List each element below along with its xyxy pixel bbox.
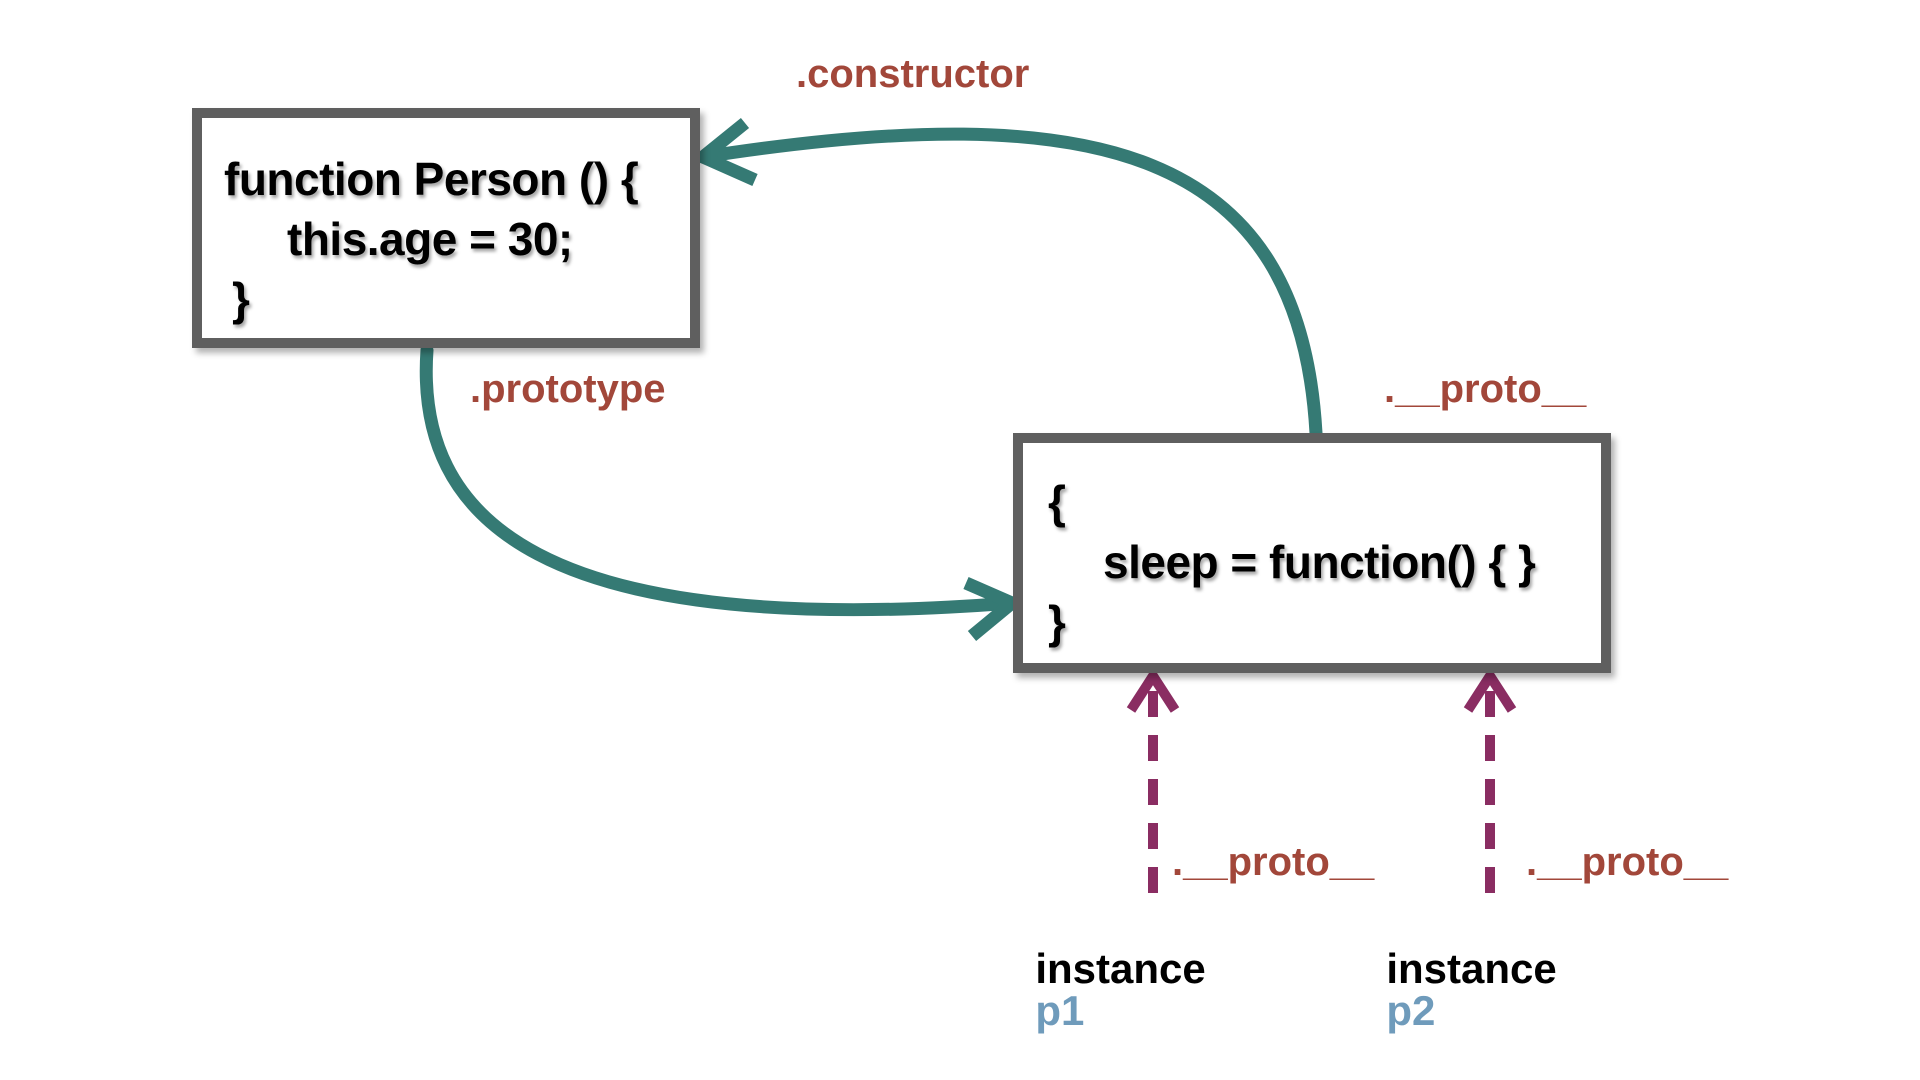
constructor-code-line-1: function Person () { [224,153,639,205]
proto-label-p1: .__proto__ [1172,840,1375,884]
constructor-arrowhead [690,117,758,186]
instance-word: instance [1386,945,1557,992]
constructor-arrow [696,127,1323,440]
prototype-arrow [419,343,1019,617]
prototype-code-line-2: sleep = function() { } [1103,536,1536,588]
instance-word: instance [1035,945,1206,992]
instance-name: p2 [1386,987,1436,1034]
proto-label-top: .__proto__ [1384,367,1587,411]
proto-label-p2: .__proto__ [1526,840,1729,884]
prototype-object-box: { sleep = function() { } } [1013,433,1611,673]
instance-p1: instance p1 [1012,906,1206,1034]
prototype-arrowhead [963,577,1025,642]
p2-proto-arrowhead [1463,666,1517,713]
instance-name: p1 [1035,987,1085,1034]
constructor-code-line-3: } [232,273,250,325]
p1-proto-arrowhead [1126,666,1180,713]
constructor-function-box: function Person () { this.age = 30; } [192,108,700,348]
constructor-code-line-2: this.age = 30; [287,213,573,265]
prototype-code-line-1: { [1048,476,1066,528]
prototype-code-line-3: } [1048,596,1066,648]
constructor-label: .constructor [796,52,1030,96]
instance-p2: instance p2 [1363,906,1557,1034]
prototype-label: .prototype [470,367,666,411]
